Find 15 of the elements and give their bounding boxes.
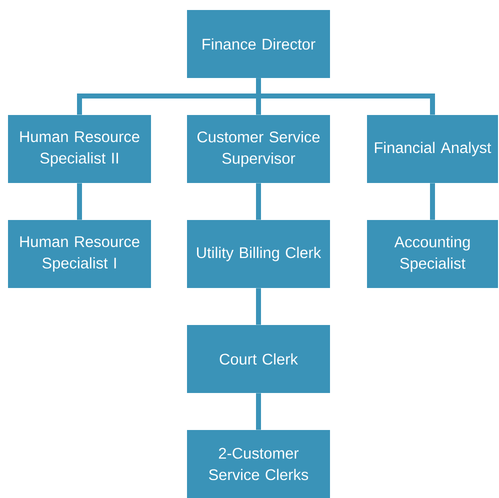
org-box: Human Resource Specialist I: [8, 220, 151, 288]
connector-line: [256, 288, 261, 325]
connector-line: [77, 183, 82, 220]
connector-line: [256, 78, 435, 115]
org-box: Accounting Specialist: [367, 220, 498, 288]
org-box: Court Clerk: [187, 325, 330, 393]
connector-line: [430, 183, 435, 220]
org-box: Utility Billing Clerk: [187, 220, 330, 288]
org-box: Customer Service Supervisor: [187, 115, 330, 183]
org-box: 2-Customer Service Clerks: [187, 430, 330, 498]
connector-line: [256, 393, 261, 430]
org-box: Financial Analyst: [367, 115, 498, 183]
connector-line: [256, 183, 261, 220]
org-box: Finance Director: [187, 10, 330, 78]
org-box: Human Resource Specialist II: [8, 115, 151, 183]
